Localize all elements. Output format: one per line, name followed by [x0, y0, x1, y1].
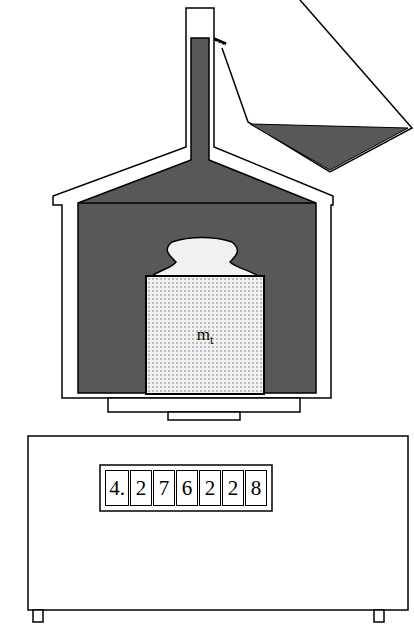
digit-text: 6 [182, 476, 193, 501]
digit-text: 7 [159, 476, 170, 501]
display-digit: 2 [199, 470, 221, 506]
digit-text: 2 [228, 476, 239, 501]
mass-subscript: t [210, 333, 213, 348]
poured-liquid [250, 124, 408, 170]
fluid [78, 38, 316, 393]
display-frame [100, 465, 272, 511]
balance-pan [108, 398, 300, 412]
balance-foot [374, 610, 384, 622]
display-digit: 2 [222, 470, 244, 506]
weight-knob [152, 238, 258, 277]
display-digit: 7 [153, 470, 175, 506]
display-digit: 4. [105, 470, 129, 506]
spout-stream [213, 40, 225, 45]
container-wall [53, 8, 333, 398]
display-digit: 6 [176, 470, 198, 506]
digit-text: 4. [109, 476, 125, 501]
digit-text: 8 [251, 476, 262, 501]
balance-foot [33, 610, 43, 622]
digit-text: 2 [136, 476, 147, 501]
mass-symbol: m [197, 325, 210, 345]
balance-base [28, 436, 408, 610]
pouring-vessel [222, 0, 412, 172]
display-digit: 8 [245, 470, 267, 506]
lid-edge [78, 202, 316, 204]
test-mass: mt [145, 275, 265, 395]
pan-stem [168, 412, 240, 420]
digit-text: 2 [205, 476, 216, 501]
display-digit: 2 [130, 470, 152, 506]
